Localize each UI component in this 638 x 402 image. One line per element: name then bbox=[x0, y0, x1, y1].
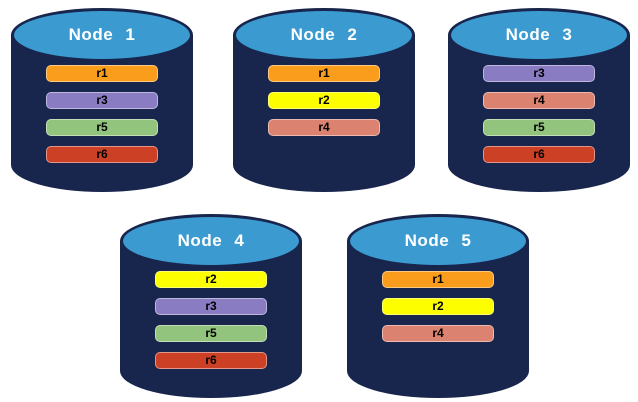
cylinder-top: Node 1 bbox=[11, 8, 193, 62]
replica-bar-r1: r1 bbox=[382, 271, 494, 288]
replica-list: r2 r3 r5 r6 bbox=[155, 271, 267, 379]
cylinder-bottom bbox=[233, 138, 415, 192]
db-node-5: Node 5 r1 r2 r4 bbox=[347, 214, 529, 398]
replica-bar-r6: r6 bbox=[46, 146, 158, 163]
replica-bar-r4: r4 bbox=[483, 92, 595, 109]
replica-list: r3 r4 r5 r6 bbox=[483, 65, 595, 173]
replica-list: r1 r3 r5 r6 bbox=[46, 65, 158, 173]
node-title: Node 4 bbox=[177, 231, 245, 250]
replica-bar-r5: r5 bbox=[46, 119, 158, 136]
replica-bar-r3: r3 bbox=[483, 65, 595, 82]
replica-bar-r5: r5 bbox=[155, 325, 267, 342]
node-title: Node 3 bbox=[505, 25, 573, 44]
db-node-3: Node 3 r3 r4 r5 r6 bbox=[448, 8, 630, 192]
replica-bar-r2: r2 bbox=[382, 298, 494, 315]
replica-bar-r5: r5 bbox=[483, 119, 595, 136]
replica-bar-r4: r4 bbox=[268, 119, 380, 136]
replica-list: r1 r2 r4 bbox=[268, 65, 380, 146]
db-node-2: Node 2 r1 r2 r4 bbox=[233, 8, 415, 192]
node-title: Node 2 bbox=[290, 25, 358, 44]
cylinder-top: Node 5 bbox=[347, 214, 529, 268]
cylinder-top: Node 3 bbox=[448, 8, 630, 62]
replica-bar-r3: r3 bbox=[46, 92, 158, 109]
replica-bar-r2: r2 bbox=[268, 92, 380, 109]
replica-bar-r3: r3 bbox=[155, 298, 267, 315]
node-title: Node 5 bbox=[404, 231, 472, 250]
db-node-1: Node 1 r1 r3 r5 r6 bbox=[11, 8, 193, 192]
replica-bar-r6: r6 bbox=[483, 146, 595, 163]
cylinder-top: Node 4 bbox=[120, 214, 302, 268]
replica-bar-r2: r2 bbox=[155, 271, 267, 288]
cylinder-bottom bbox=[347, 344, 529, 398]
replica-bar-r6: r6 bbox=[155, 352, 267, 369]
cylinder-top: Node 2 bbox=[233, 8, 415, 62]
replica-list: r1 r2 r4 bbox=[382, 271, 494, 352]
replica-bar-r1: r1 bbox=[46, 65, 158, 82]
db-node-4: Node 4 r2 r3 r5 r6 bbox=[120, 214, 302, 398]
replica-bar-r1: r1 bbox=[268, 65, 380, 82]
replica-bar-r4: r4 bbox=[382, 325, 494, 342]
node-title: Node 1 bbox=[68, 25, 136, 44]
